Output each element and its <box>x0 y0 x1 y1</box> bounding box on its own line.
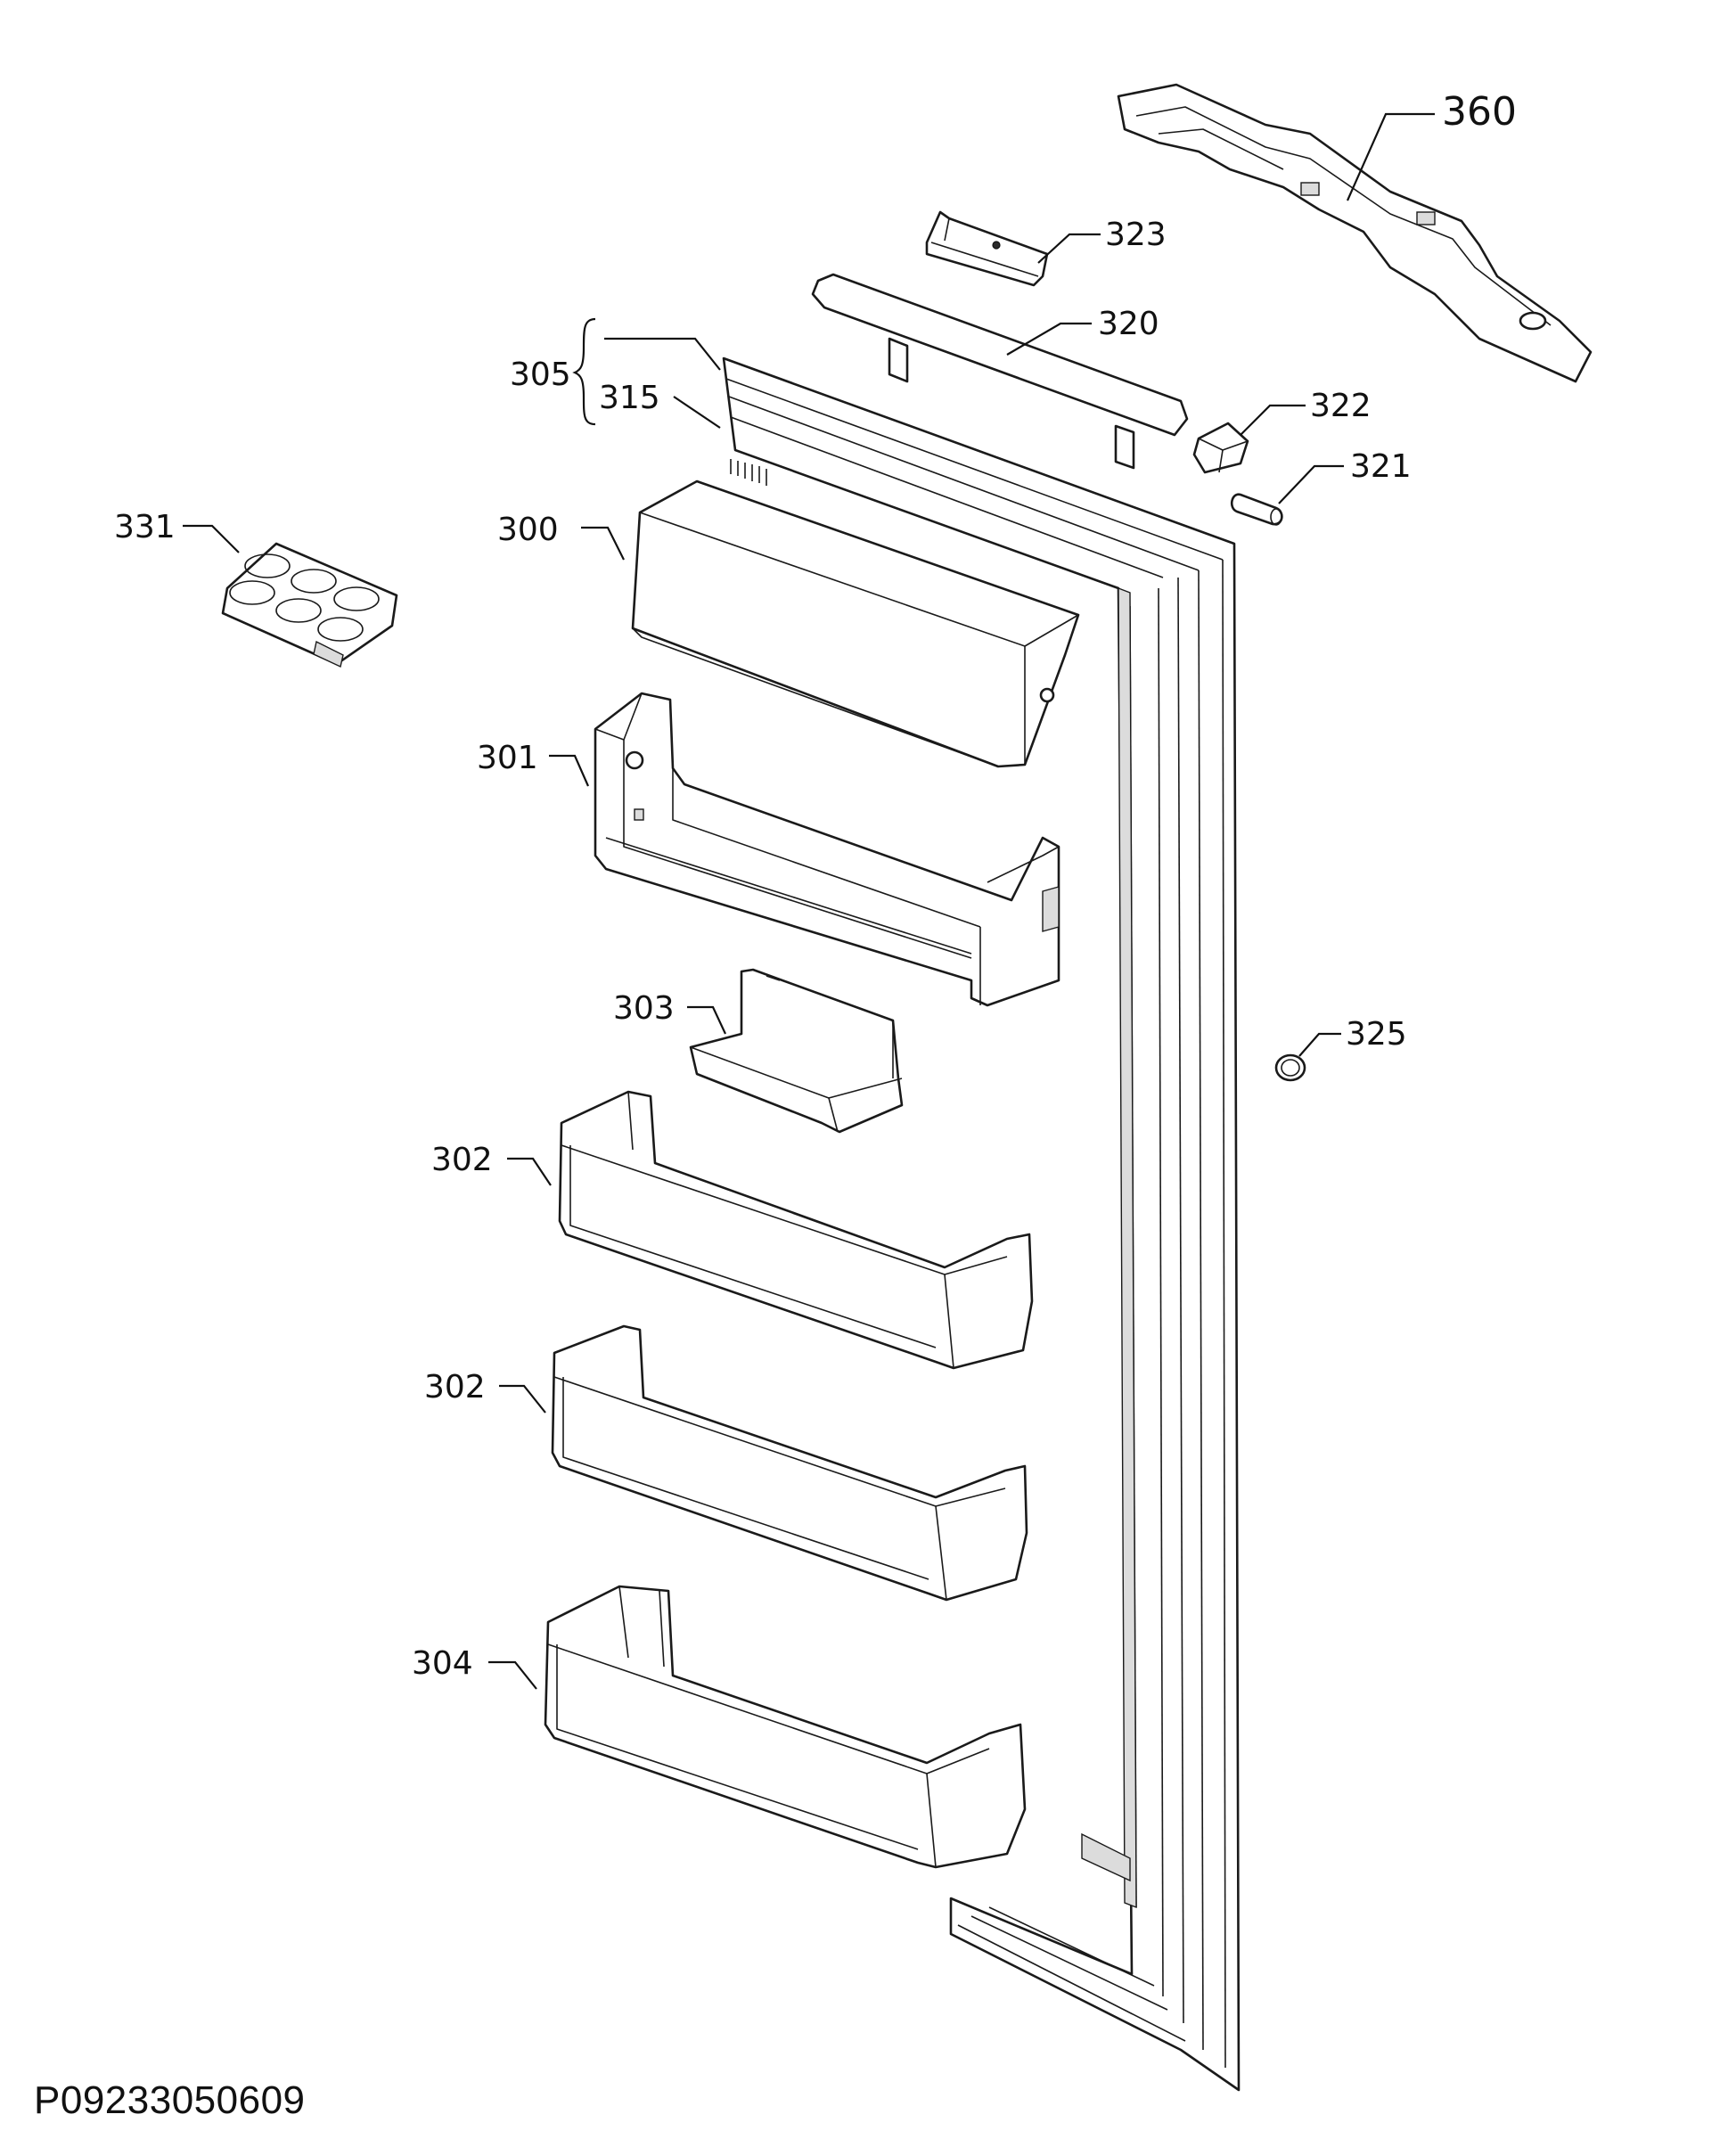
callout-325: 325 <box>1346 1016 1407 1053</box>
part-325-cap <box>1274 1053 1306 1082</box>
callout-305: 305 <box>510 356 571 393</box>
part-301-door-shelf <box>594 692 1060 1007</box>
callout-323: 323 <box>1105 217 1167 253</box>
callout-302-upper: 302 <box>431 1142 493 1178</box>
callout-331: 331 <box>114 509 176 545</box>
callout-301: 301 <box>477 740 538 776</box>
callout-315: 315 <box>599 380 660 416</box>
part-300-dairy-compartment <box>631 479 1080 768</box>
drawing-code: P09233050609 <box>34 2078 306 2122</box>
callout-302-lower: 302 <box>424 1369 486 1406</box>
part-302-door-bin-upper <box>558 1090 1034 1370</box>
part-321-hinge-pin <box>1230 493 1283 526</box>
door-panel <box>722 356 1241 2092</box>
part-323-top-bracket <box>925 210 1049 287</box>
part-304-bottle-bin <box>544 1585 1027 1869</box>
part-302-door-bin-lower <box>551 1324 1028 1602</box>
callout-321: 321 <box>1350 448 1412 485</box>
callout-360: 360 <box>1442 89 1517 135</box>
part-360-hinge-bracket <box>1117 83 1593 383</box>
callout-303: 303 <box>613 990 675 1027</box>
callout-labels: 360 323 320 305 315 322 321 331 300 301 … <box>114 89 1517 1682</box>
part-322-hinge-cap <box>1192 422 1249 474</box>
callout-300: 300 <box>497 512 559 548</box>
callout-320: 320 <box>1098 306 1159 342</box>
part-331-egg-tray <box>221 542 398 668</box>
callout-304: 304 <box>412 1645 473 1682</box>
part-303-small-container <box>689 968 904 1134</box>
callout-322: 322 <box>1310 388 1372 424</box>
leader-lines <box>183 112 1435 1690</box>
